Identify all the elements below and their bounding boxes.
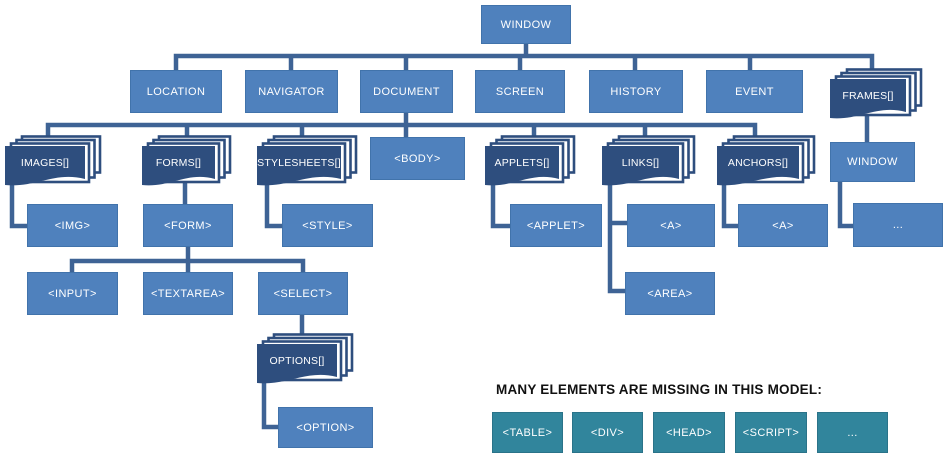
node-select: <SELECT> xyxy=(258,272,348,315)
node-document: DOCUMENT xyxy=(360,70,453,113)
node-a-anchors: <A> xyxy=(738,204,828,247)
node-missing-more: ... xyxy=(817,412,888,453)
collection-label: FORMS[] xyxy=(155,157,202,169)
node-history: HISTORY xyxy=(589,70,683,113)
node-forms-collection: FORMS[] xyxy=(142,135,233,191)
node-links-collection: LINKS[] xyxy=(602,135,697,191)
node-frames-window: WINDOW xyxy=(830,142,915,182)
node-a-links: <A> xyxy=(627,204,715,247)
node-body: <BODY> xyxy=(370,137,465,180)
collection-label: OPTIONS[] xyxy=(269,355,325,367)
node-location: LOCATION xyxy=(130,70,222,113)
node-option: <OPTION> xyxy=(278,407,373,448)
node-screen: SCREEN xyxy=(475,70,565,113)
collection-label: APPLETS[] xyxy=(494,157,550,169)
node-event: EVENT xyxy=(706,70,803,113)
collection-label: ANCHORS[] xyxy=(727,157,789,169)
node-head: <HEAD> xyxy=(653,412,725,453)
collection-label: STYLESHEETS[] xyxy=(257,157,341,169)
missing-elements-note: MANY ELEMENTS ARE MISSING IN THIS MODEL: xyxy=(496,382,823,397)
node-window: WINDOW xyxy=(481,5,571,44)
node-images-collection: IMAGES[] xyxy=(5,135,103,191)
node-area: <AREA> xyxy=(625,272,715,315)
node-table: <TABLE> xyxy=(492,412,563,453)
node-applets-collection: APPLETS[] xyxy=(485,135,577,191)
node-stylesheets-collection: STYLESHEETS[] xyxy=(257,135,359,191)
node-anchors-collection: ANCHORS[] xyxy=(717,135,817,191)
node-options-collection: OPTIONS[] xyxy=(257,333,355,389)
node-script: <SCRIPT> xyxy=(735,412,807,453)
node-frames-more: ... xyxy=(853,203,943,247)
node-navigator: NAVIGATOR xyxy=(245,70,338,113)
node-input: <INPUT> xyxy=(27,272,118,315)
node-div: <DIV> xyxy=(572,412,643,453)
node-style: <STYLE> xyxy=(282,204,373,247)
node-applet: <APPLET> xyxy=(510,204,602,247)
node-textarea: <TEXTAREA> xyxy=(143,272,233,315)
collection-label: FRAMES[] xyxy=(842,90,894,102)
node-img: <IMG> xyxy=(27,204,118,247)
collection-label: IMAGES[] xyxy=(20,157,70,169)
node-frames-collection: FRAMES[] xyxy=(830,68,924,124)
node-form: <FORM> xyxy=(143,204,233,247)
collection-label: LINKS[] xyxy=(621,157,660,169)
